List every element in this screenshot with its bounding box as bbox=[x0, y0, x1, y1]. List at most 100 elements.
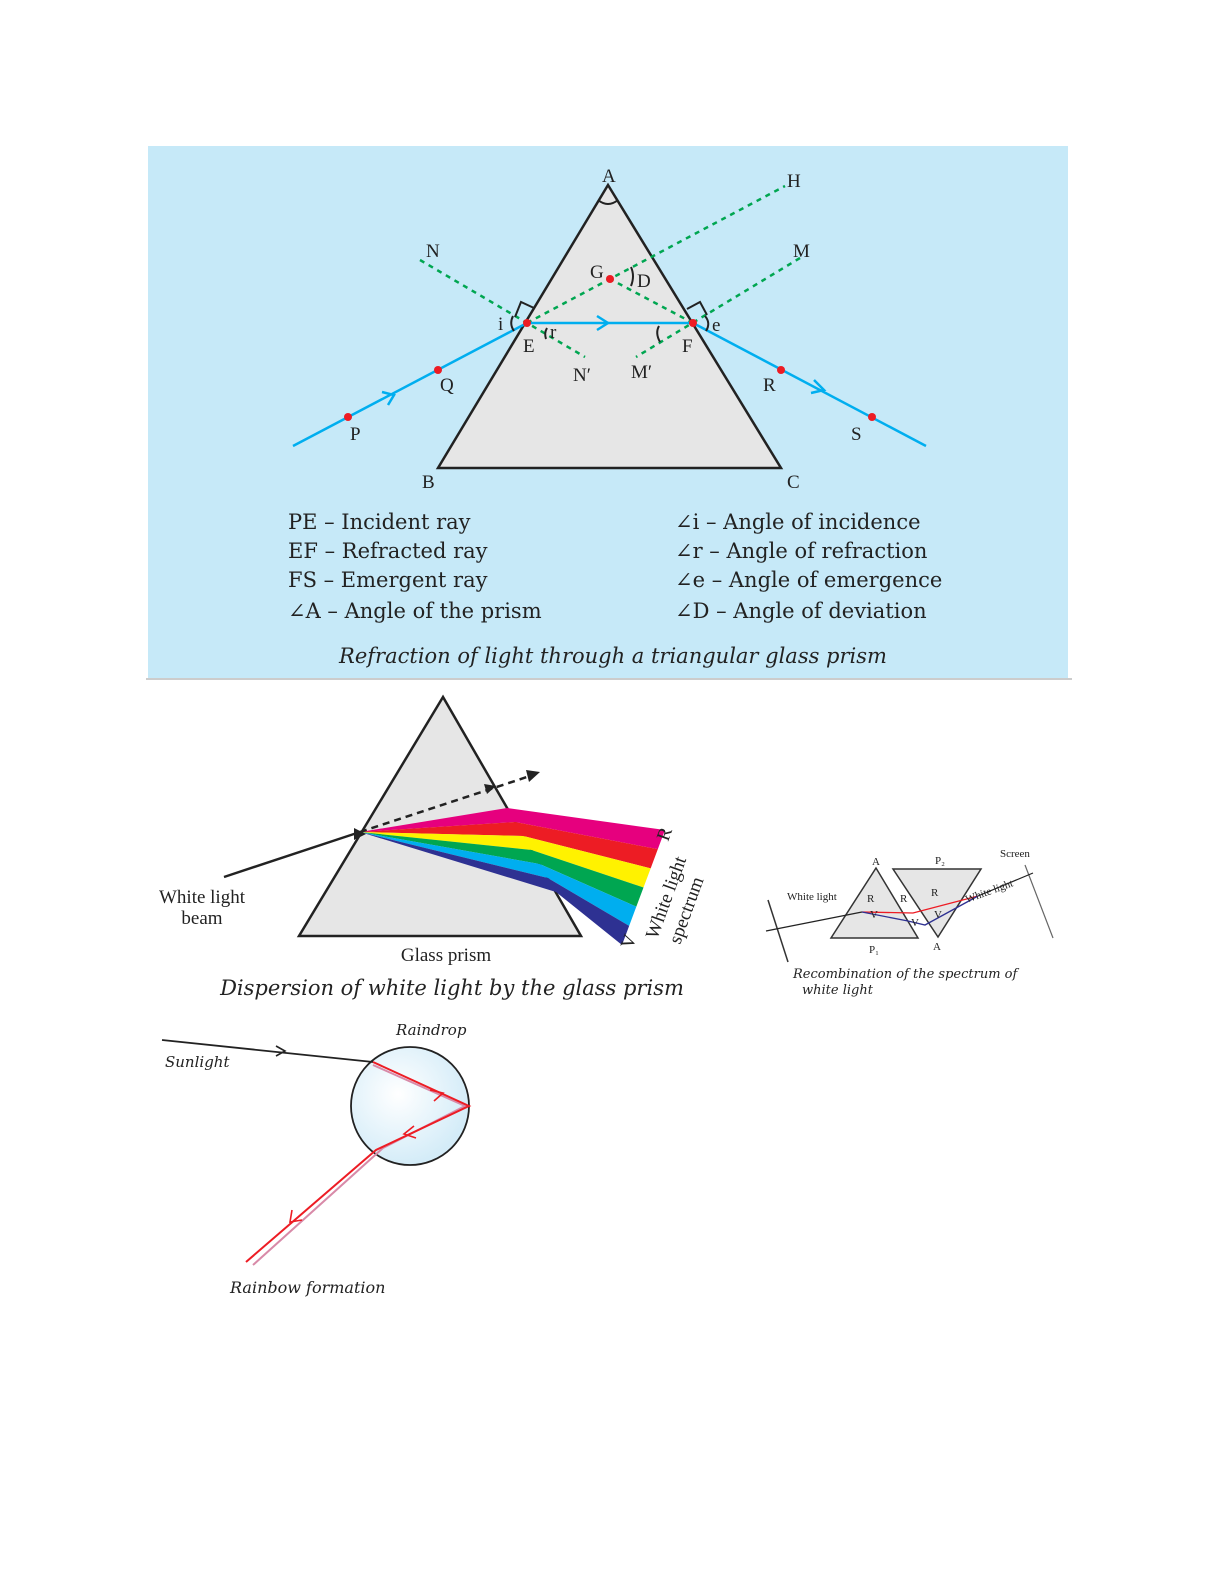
label-S: S bbox=[851, 424, 862, 445]
red-ray bbox=[245, 1061, 472, 1263]
point-marker bbox=[689, 319, 697, 327]
label-P: P bbox=[350, 424, 361, 445]
legend-item: FS – Emergent ray bbox=[288, 568, 488, 592]
angle-arc bbox=[704, 315, 710, 332]
white-light-beam bbox=[223, 830, 361, 879]
rainbow-figure: Sunlight Raindrop Rainbow formation bbox=[161, 1021, 472, 1297]
legend-item: ∠r – Angle of refraction bbox=[675, 539, 927, 563]
label-D: D bbox=[637, 271, 651, 292]
white-light-ray-in bbox=[765, 911, 863, 932]
angle-arc bbox=[597, 199, 619, 205]
arrow-icon bbox=[596, 314, 611, 332]
label-P2: P₂ bbox=[935, 855, 945, 867]
label-N-prime: N′ bbox=[573, 365, 591, 386]
slit bbox=[767, 899, 789, 963]
arrow-icon bbox=[429, 1089, 445, 1102]
raindrop-label: Raindrop bbox=[395, 1021, 467, 1039]
white-light-beam-label: White light bbox=[159, 887, 246, 908]
spectrum-band bbox=[360, 832, 651, 888]
arrow-icon bbox=[275, 1045, 287, 1057]
label-R: R bbox=[763, 375, 776, 396]
label-R: R bbox=[931, 887, 939, 899]
white-light-beam-label: beam bbox=[181, 908, 222, 929]
angle-arc bbox=[656, 325, 661, 343]
prism-p1 bbox=[829, 866, 920, 939]
spectrum-band bbox=[360, 808, 665, 850]
sunlight-ray bbox=[161, 1039, 374, 1063]
incident-ray bbox=[292, 321, 528, 448]
legend-item: EF – Refracted ray bbox=[288, 539, 488, 563]
label-E: E bbox=[523, 336, 535, 357]
legend-item: ∠D – Angle of deviation bbox=[675, 599, 927, 623]
emergent-ray bbox=[692, 321, 927, 448]
figure-caption: Recombination of the spectrum of bbox=[792, 967, 1019, 982]
label-C: C bbox=[787, 472, 800, 493]
normal-line bbox=[635, 256, 801, 359]
figure-caption: Refraction of light through a triangular… bbox=[338, 644, 887, 668]
arrow-icon bbox=[289, 1209, 303, 1223]
normals bbox=[419, 184, 801, 359]
spectrum-bands bbox=[360, 808, 665, 945]
red-ray bbox=[861, 895, 979, 914]
violet-ray bbox=[861, 895, 979, 926]
incident-ray-extension bbox=[526, 184, 786, 325]
point-marker bbox=[434, 366, 442, 374]
legend-item: ∠i – Angle of incidence bbox=[675, 510, 921, 534]
prism-p2 bbox=[891, 868, 983, 939]
label-N: N bbox=[426, 241, 440, 262]
label-M-prime: M′ bbox=[631, 362, 652, 383]
point-marker bbox=[523, 319, 531, 327]
white-light-ray-out bbox=[977, 872, 1034, 897]
angle-marks bbox=[510, 199, 710, 343]
label-G: G bbox=[590, 262, 604, 283]
point-marker bbox=[777, 366, 785, 374]
point-marker bbox=[606, 275, 614, 283]
arrow-icon bbox=[402, 1125, 417, 1139]
points bbox=[344, 275, 876, 421]
figure-caption: Dispersion of white light by the glass p… bbox=[219, 976, 684, 1000]
legend-item: PE – Incident ray bbox=[288, 510, 471, 534]
angle-arc bbox=[510, 315, 515, 332]
label-e: e bbox=[712, 315, 720, 336]
arrow-icon bbox=[354, 828, 366, 840]
sunlight-label: Sunlight bbox=[165, 1053, 230, 1071]
label-M: M bbox=[793, 241, 810, 262]
label-F: F bbox=[682, 336, 693, 357]
label-H: H bbox=[787, 171, 801, 192]
label-V: V bbox=[911, 917, 919, 929]
label-A: A bbox=[602, 166, 616, 187]
figure-caption: white light bbox=[802, 983, 874, 998]
label-R: R bbox=[867, 893, 875, 905]
label-Q: Q bbox=[440, 375, 454, 396]
label-V: V bbox=[870, 909, 878, 921]
point-marker bbox=[868, 413, 876, 421]
normal-line bbox=[419, 258, 586, 359]
label-A: A bbox=[933, 941, 941, 953]
angle-arc bbox=[630, 266, 634, 287]
label-i: i bbox=[498, 314, 503, 335]
legend-item: ∠A – Angle of the prism bbox=[288, 599, 542, 623]
screen-label: Screen bbox=[1000, 848, 1030, 860]
spectrum-band bbox=[360, 822, 658, 869]
arrow-icon bbox=[484, 784, 496, 794]
arrow-icon bbox=[381, 390, 396, 406]
angle-arc bbox=[544, 327, 548, 340]
label-P1: P₁ bbox=[869, 944, 879, 956]
refraction-figure: A B C E F G H N N′ M M′ P Q R S i r e D … bbox=[146, 146, 1072, 680]
label-B: B bbox=[422, 472, 435, 493]
legend: PE – Incident ray EF – Refracted ray FS … bbox=[288, 510, 942, 623]
dashed-ray bbox=[359, 774, 531, 834]
rays bbox=[292, 314, 927, 448]
raindrop bbox=[350, 1046, 470, 1166]
glass-prism-label: Glass prism bbox=[401, 945, 491, 966]
legend-item: ∠e – Angle of emergence bbox=[675, 568, 942, 592]
arrow-icon bbox=[810, 379, 827, 395]
dispersion-figure: White light beam Glass prism R V White l… bbox=[159, 694, 709, 1000]
spectrum-band bbox=[360, 832, 644, 907]
label-V: V bbox=[934, 909, 942, 921]
point-marker bbox=[344, 413, 352, 421]
label-r: r bbox=[550, 322, 557, 343]
figure-caption: Rainbow formation bbox=[229, 1278, 385, 1297]
